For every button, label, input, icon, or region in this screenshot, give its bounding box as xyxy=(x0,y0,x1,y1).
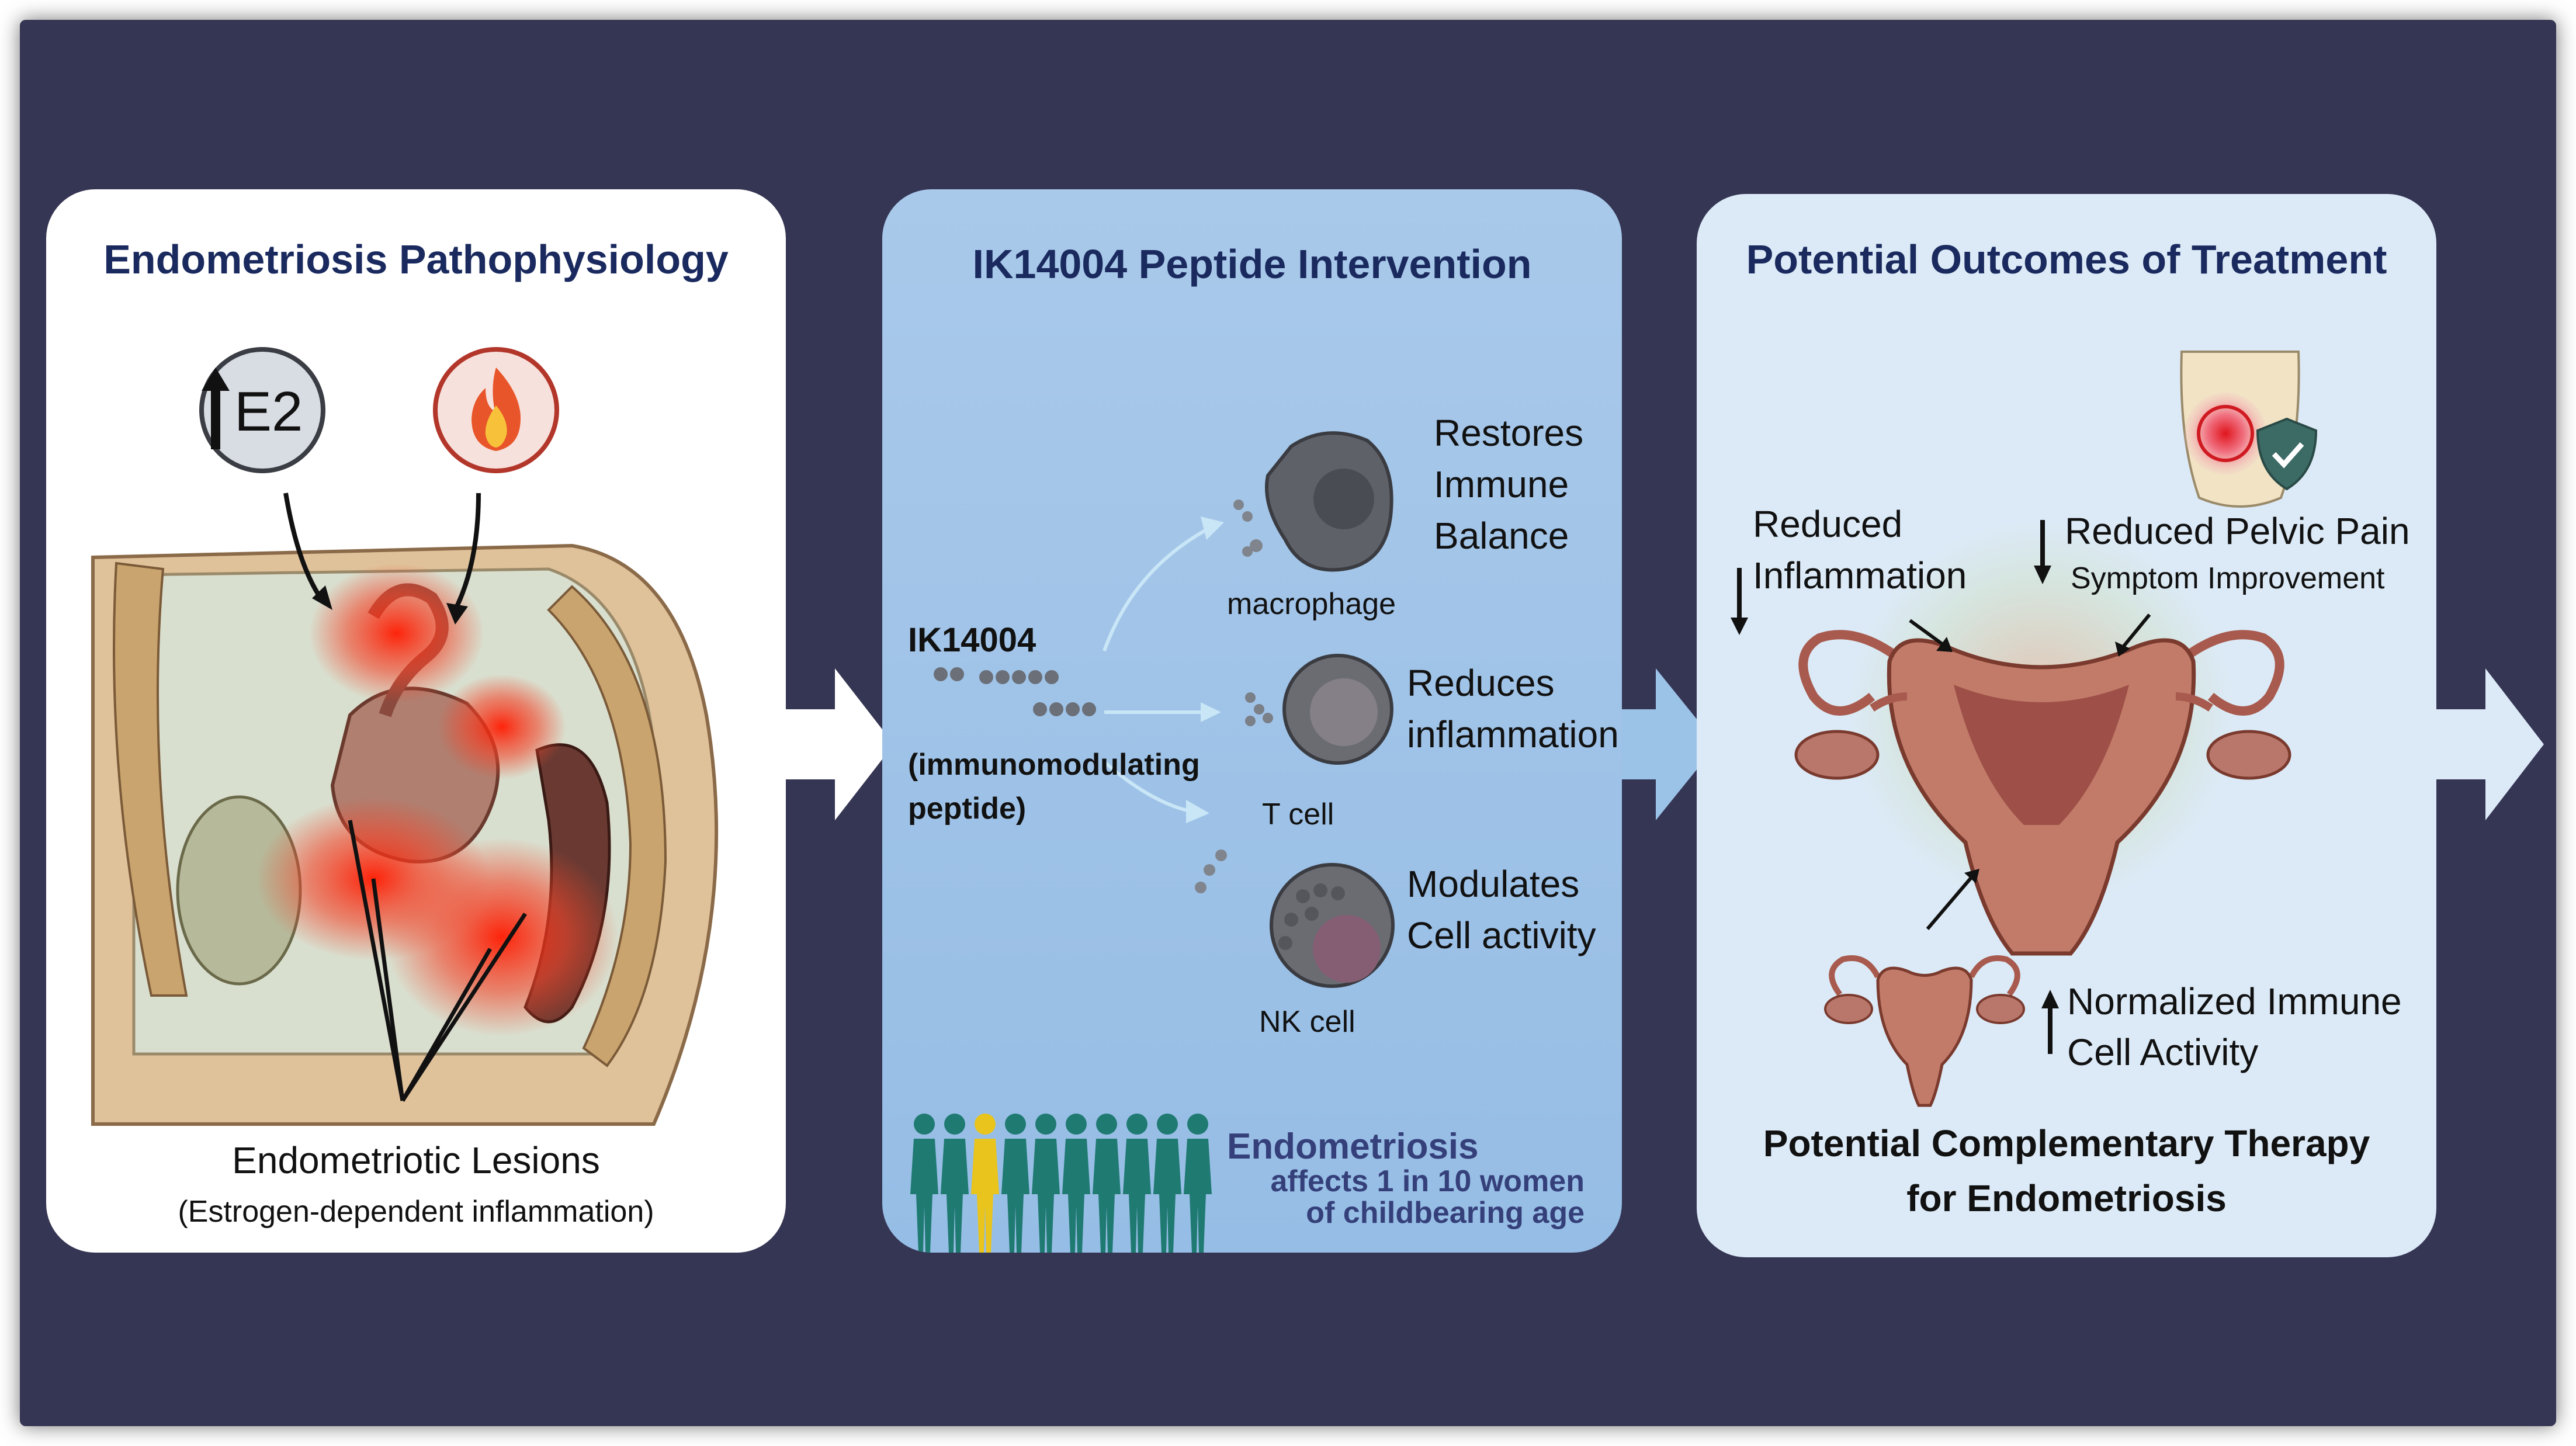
pelvis-illustration xyxy=(91,493,719,1126)
panel-title: Potential Outcomes of Treatment xyxy=(1746,237,2387,282)
t-cell-effect-1: Reduces xyxy=(1407,662,1555,704)
figure-frame: Endometriosis Pathophysiology xyxy=(20,20,2556,1426)
stat-title: Endometriosis xyxy=(1227,1126,1479,1167)
conclusion-line-1: Potential Complementary Therapy xyxy=(1763,1122,2370,1164)
macrophage-effect-2: Immune xyxy=(1434,463,1569,505)
peptide-desc-line-1: (immunomodulating xyxy=(908,748,1200,782)
shield-check-icon xyxy=(2256,417,2318,491)
stat-line-1: affects 1 in 10 women xyxy=(1270,1164,1585,1198)
woman-silhouette xyxy=(941,1114,969,1253)
macrophage-cell xyxy=(1233,431,1393,572)
estrogen-badge xyxy=(199,347,325,473)
woman-silhouette xyxy=(1153,1114,1181,1253)
immune-label-2: Cell Activity xyxy=(2067,1031,2259,1073)
pelvic-pain-label: Reduced Pelvic Pain xyxy=(2065,510,2410,552)
nk-cell-effect-1: Modulates xyxy=(1407,863,1580,905)
women-silhouettes-icon xyxy=(910,1114,1212,1253)
macrophage-effect-3: Balance xyxy=(1434,515,1569,557)
flow-arrow-3 xyxy=(2436,668,2544,820)
macrophage-label: macrophage xyxy=(1227,587,1396,621)
symptom-label: Symptom Improvement xyxy=(2071,561,2385,595)
woman-silhouette xyxy=(1184,1114,1212,1253)
nk-cell xyxy=(1195,849,1395,988)
up-arrow-icon xyxy=(202,367,230,449)
outcomes-panel: Potential Outcomes of Treatment xyxy=(1697,194,2436,1257)
panel-title: IK14004 Peptide Intervention xyxy=(972,241,1532,287)
woman-silhouette xyxy=(1123,1114,1151,1253)
nk-cell-label: NK cell xyxy=(1259,1005,1355,1039)
woman-silhouette xyxy=(910,1114,938,1253)
uterus-illustration xyxy=(1731,351,2318,1107)
intervention-panel: IK14004 Peptide Intervention xyxy=(882,189,1622,1253)
woman-silhouette xyxy=(1062,1114,1090,1253)
lesions-label: Endometriotic Lesions xyxy=(232,1139,600,1181)
t-cell-label: T cell xyxy=(1262,797,1334,831)
stat-line-2: of childbearing age xyxy=(1306,1196,1585,1230)
flow-arrow-1 xyxy=(786,668,894,820)
t-cell xyxy=(1245,654,1393,765)
estrogen-badge-label: E2 xyxy=(234,380,303,443)
peptide-illustration xyxy=(934,431,1395,988)
inflammation-label-1: Reduced xyxy=(1753,503,1903,545)
peptide-name: IK14004 xyxy=(908,621,1036,659)
woman-silhouette xyxy=(1032,1114,1060,1253)
peptide-desc-line-2: peptide) xyxy=(908,792,1027,826)
inflammation-badge xyxy=(433,347,559,473)
woman-silhouette xyxy=(971,1114,999,1253)
panel-title: Endometriosis Pathophysiology xyxy=(103,237,729,282)
macrophage-effect-1: Restores xyxy=(1434,412,1584,454)
conclusion-line-2: for Endometriosis xyxy=(1906,1177,2227,1219)
t-cell-effect-2: inflammation xyxy=(1407,713,1619,755)
nk-cell-effect-2: Cell activity xyxy=(1407,914,1596,956)
woman-silhouette xyxy=(1001,1114,1029,1253)
flow-arrow-2 xyxy=(1622,668,1717,820)
pathophysiology-panel: Endometriosis Pathophysiology xyxy=(46,189,786,1253)
immune-label-1: Normalized Immune xyxy=(2067,980,2402,1022)
inflammation-label-2: Inflammation xyxy=(1753,554,1967,597)
woman-silhouette xyxy=(1093,1114,1121,1253)
lesions-sublabel: (Estrogen-dependent inflammation) xyxy=(178,1195,654,1229)
